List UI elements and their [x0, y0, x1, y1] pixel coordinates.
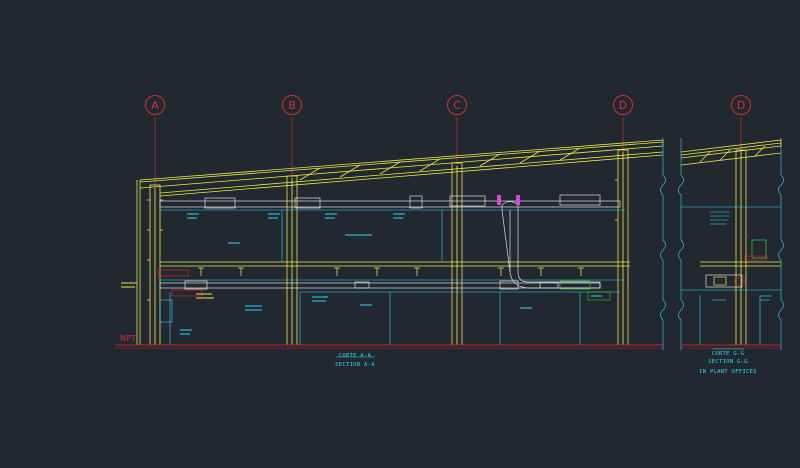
section-a-title-es: CORTE A-A — [339, 353, 372, 359]
section-g-annotations — [681, 206, 781, 345]
section-a-title-en: SECTION A-A — [335, 362, 375, 368]
grid-bubble-a: A — [145, 95, 165, 115]
npt-level-label: NPT — [120, 334, 136, 343]
section-g-title: CORTE G-G SECTION G-G IN PLANT OFFICES — [699, 348, 757, 375]
section-a-floor: NPT — [115, 334, 663, 349]
section-g-accents — [705, 239, 768, 288]
section-a-yellow-note-marks — [121, 282, 214, 299]
section-g-floor — [681, 344, 781, 349]
section-g-title-en: SECTION G-G — [708, 359, 748, 365]
section-a-structure — [136, 139, 664, 346]
grid-bubble-c-label: C — [453, 99, 461, 112]
section-g-subtitle: IN PLANT OFFICES — [699, 369, 757, 375]
grid-bubble-c: C — [447, 95, 467, 115]
section-g-structure — [680, 139, 782, 346]
grid-bubble-d2-label: D — [737, 99, 745, 112]
section-g-title-es: CORTE G-G — [712, 351, 745, 357]
grid-bubble-d-label: D — [619, 99, 627, 112]
section-a-ductwork — [159, 194, 621, 290]
section-a-annotations — [159, 209, 625, 345]
section-a-title: CORTE A-A SECTION A-A — [335, 353, 375, 368]
grid-bubble-a-label: A — [151, 99, 159, 112]
grid-bubble-d: D — [613, 95, 633, 115]
grid-bubble-b-label: B — [288, 99, 296, 112]
section-a-note-marks — [180, 213, 602, 335]
section-a-accents — [157, 195, 611, 301]
break-lines — [660, 138, 784, 350]
grid-lines — [154, 117, 742, 345]
grid-bubble-d-section-g: D — [731, 95, 751, 115]
grid-bubble-b: B — [282, 95, 302, 115]
